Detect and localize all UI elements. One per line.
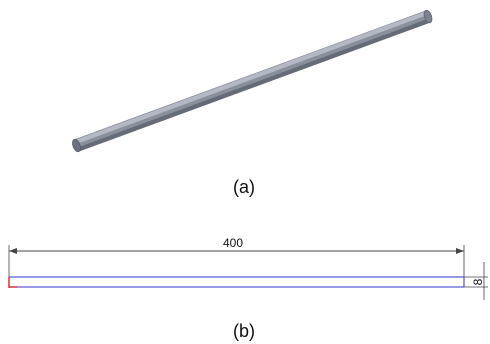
- rod-end-cap-near: [72, 138, 81, 153]
- rod-highlight: [75, 11, 428, 144]
- rod-outline: [8, 276, 465, 288]
- rod-end-cap-far: [423, 9, 433, 24]
- panel-a: (a): [72, 9, 433, 197]
- panel-b: 400 8 (b): [8, 236, 488, 341]
- diameter-dimension-label: 8: [471, 278, 485, 285]
- length-dimension-label: 400: [223, 236, 243, 250]
- caption-a: (a): [233, 177, 255, 197]
- rod-3d: [72, 9, 433, 153]
- caption-b: (b): [233, 321, 255, 341]
- rod-shadow: [77, 18, 431, 152]
